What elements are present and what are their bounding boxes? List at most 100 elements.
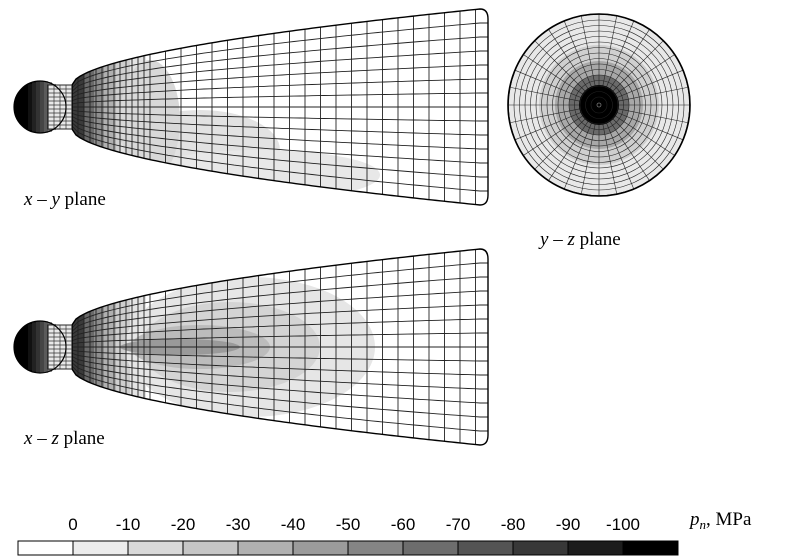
mesh-line <box>71 64 488 98</box>
head-bulb <box>13 320 73 374</box>
head-band <box>24 326 28 368</box>
mesh-spoke <box>615 54 675 95</box>
mesh-line <box>71 109 488 122</box>
colorbar-swatch <box>292 540 349 556</box>
mesh-spoke <box>523 54 583 95</box>
mesh-spoke <box>563 123 592 190</box>
mesh-spoke <box>563 20 592 87</box>
body-outline <box>71 8 489 206</box>
mesh-line <box>71 50 488 95</box>
colorbar-swatch <box>347 540 404 556</box>
mesh-spoke <box>580 124 596 195</box>
colorbar-tick-label: -50 <box>336 515 361 534</box>
mesh-line <box>71 304 488 338</box>
head-band <box>28 83 32 131</box>
colorbar-swatch <box>127 540 184 556</box>
xz-plane-mesh <box>13 248 489 446</box>
mesh-spoke <box>509 86 580 102</box>
mesh-spoke <box>618 86 689 102</box>
head-band <box>32 322 36 372</box>
center-mark <box>596 102 602 108</box>
mesh-spoke <box>606 20 635 87</box>
pressure-colorbar: 0-10-20-30-40-50-60-70-80-90-100 <box>17 515 679 556</box>
colorbar-tick-label: -90 <box>556 515 581 534</box>
mesh-spoke <box>602 15 618 86</box>
mesh-line <box>71 352 488 376</box>
mesh-spoke <box>612 118 664 170</box>
mesh-line <box>71 92 488 105</box>
colorbar-tick-label: -80 <box>501 515 526 534</box>
mesh-ring <box>585 91 613 119</box>
head-band <box>40 321 44 373</box>
mesh-spoke <box>534 40 586 92</box>
mesh-line <box>71 122 488 178</box>
head-band <box>40 81 44 133</box>
colorbar-swatch <box>182 540 239 556</box>
colorbar-swatch <box>512 540 569 556</box>
colorbar-swatch <box>72 540 129 556</box>
colorbar-swatch <box>457 540 514 556</box>
mesh-line <box>71 290 488 335</box>
mesh-spoke <box>618 108 689 124</box>
head-band <box>24 86 28 128</box>
mesh-line <box>71 332 488 345</box>
mesh-spoke <box>617 69 684 98</box>
mesh-line <box>71 262 488 329</box>
yz-plane-mesh <box>507 13 691 197</box>
colorbar-swatch <box>17 540 74 556</box>
mesh-spoke <box>548 121 589 181</box>
mesh-spoke <box>609 29 650 89</box>
mesh-ring <box>579 85 619 125</box>
mesh-spoke <box>609 121 650 181</box>
mesh-spoke <box>612 40 664 92</box>
mesh-line <box>71 318 488 342</box>
colorbar-tick-label: 0 <box>68 515 77 534</box>
mesh-line <box>71 276 488 332</box>
mesh-spoke <box>523 115 583 156</box>
mesh-spoke <box>514 112 581 141</box>
head-outline <box>13 80 67 134</box>
pressure-region <box>140 150 380 200</box>
mesh-line <box>71 356 488 390</box>
mesh-spoke <box>509 108 580 124</box>
head-bulb <box>13 80 73 134</box>
yz-plane-label: y – z plane <box>538 229 621 250</box>
disk-mesh <box>508 14 690 196</box>
colorbar-tick-label: -60 <box>391 515 416 534</box>
xy-plane-label: x – y plane <box>23 189 106 210</box>
body-outline <box>71 248 489 446</box>
pressure-ring <box>579 85 619 125</box>
mesh-line <box>71 78 488 102</box>
head-band <box>32 82 36 132</box>
mesh-line <box>71 349 488 362</box>
colorbar-tick-label: -70 <box>446 515 471 534</box>
head-band <box>28 323 32 371</box>
mesh-line <box>71 116 488 150</box>
mesh-line <box>71 359 488 404</box>
colorbar-tick-label: -100 <box>606 515 640 534</box>
colorbar-tick-label: -20 <box>171 515 196 534</box>
mesh-line <box>71 365 488 432</box>
mesh-line <box>71 112 488 136</box>
colorbar-tick-label: -10 <box>116 515 141 534</box>
colorbar-swatch <box>622 540 679 556</box>
mesh-ring <box>590 96 608 114</box>
mesh-spoke <box>534 118 586 170</box>
mesh-line <box>71 36 488 92</box>
colorbar-tick-label: -40 <box>281 515 306 534</box>
disk-outline <box>507 13 691 197</box>
xz-plane-label: x – z plane <box>23 428 105 449</box>
mesh-line <box>71 119 488 164</box>
mesh-spoke <box>615 115 675 156</box>
head-band <box>36 81 40 133</box>
head-band <box>44 81 48 133</box>
mesh-spoke <box>606 123 635 190</box>
mesh-spoke <box>617 112 684 141</box>
mesh-line <box>71 362 488 418</box>
mesh-line <box>71 125 488 192</box>
mesh-spoke <box>580 15 596 86</box>
head-band <box>36 321 40 373</box>
colorbar-swatch <box>237 540 294 556</box>
colorbar-swatch <box>402 540 459 556</box>
